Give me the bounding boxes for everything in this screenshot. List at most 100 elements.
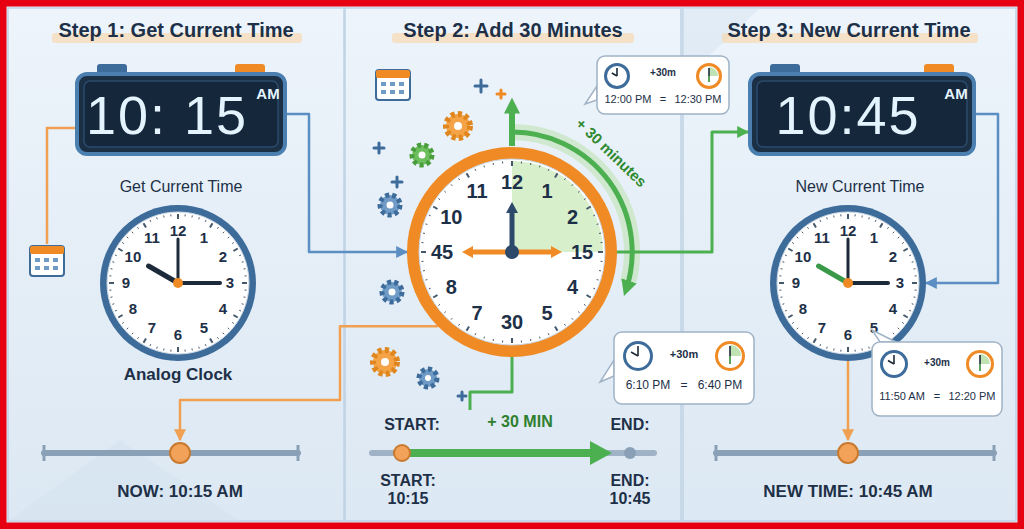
calendar-icon xyxy=(53,266,58,270)
clock-tick xyxy=(149,344,151,346)
clock-tick xyxy=(421,242,423,243)
clock-tick xyxy=(548,333,550,335)
clock-icon-face xyxy=(718,344,742,368)
progress-track: START:+ 30 MINEND:START: 10:15END: 10:45 xyxy=(368,410,658,518)
clock-number: 11 xyxy=(144,230,160,247)
clock-pivot xyxy=(505,245,519,259)
plus-thirty-arc xyxy=(509,104,515,146)
clock-hand xyxy=(149,266,178,283)
clock-tick xyxy=(779,275,781,276)
clock-tick xyxy=(111,296,113,297)
clock-tick xyxy=(444,191,445,192)
clock-number: 9 xyxy=(792,275,800,292)
red-frame xyxy=(3,3,1021,526)
time-value: 12:30 PM xyxy=(674,93,721,105)
clock-tick xyxy=(601,242,603,243)
clock-tick xyxy=(875,220,877,222)
example-callout-outline xyxy=(597,56,729,114)
track-arrow-head xyxy=(590,441,612,465)
clock-tick xyxy=(438,304,440,305)
clock-icon-sector xyxy=(980,354,990,364)
page-ground xyxy=(8,8,344,521)
timeline: NEW TIME: 10:45 AM xyxy=(712,440,998,510)
display-digits: 10:45 xyxy=(775,86,920,145)
track-label: END: xyxy=(610,416,649,434)
clock-tick xyxy=(914,296,916,297)
clock-tick xyxy=(893,333,894,334)
track-end xyxy=(624,447,636,459)
gear-icon xyxy=(387,202,394,209)
step-panel: Step 1: Get Current Time10: 15AMGet Curr… xyxy=(8,8,344,521)
clock-tick xyxy=(564,178,565,180)
timeline-end xyxy=(715,445,718,461)
digital-display: 10: 15AMGet Current Time xyxy=(75,72,287,156)
clock-tick xyxy=(191,349,192,351)
clock-tick xyxy=(115,310,117,312)
clock-icon-face xyxy=(699,66,719,86)
clock-hand xyxy=(848,281,888,285)
clock-tick xyxy=(584,199,586,200)
clock-hand xyxy=(177,239,180,283)
clock-icon-sector xyxy=(709,67,718,76)
clock-tick xyxy=(210,223,213,227)
clock-tick xyxy=(223,333,224,334)
clock-tick xyxy=(880,223,883,227)
clock-tick xyxy=(112,303,114,305)
gear-icon xyxy=(381,358,389,366)
callout-box xyxy=(872,342,1002,416)
clock-tick xyxy=(244,268,246,269)
clock-tick xyxy=(122,242,124,243)
clock-tick xyxy=(847,347,849,352)
clock-tick xyxy=(893,232,894,233)
clock-icon-face xyxy=(626,344,650,368)
clock-tick xyxy=(826,347,828,349)
clock-hand xyxy=(178,281,220,285)
plus-label: +30m xyxy=(924,357,950,368)
clock-tick xyxy=(861,216,862,218)
clock-tick xyxy=(597,223,599,225)
clock-icon-face xyxy=(607,66,627,86)
clock-tick xyxy=(217,227,218,229)
clock-tick xyxy=(586,207,590,210)
calendar-icon xyxy=(381,90,386,94)
clock-tick xyxy=(198,217,200,219)
equals-sign: = xyxy=(680,379,687,392)
clock-icon-hand xyxy=(708,76,710,82)
clock-tick xyxy=(586,295,590,298)
clock-icon-face xyxy=(883,353,905,375)
clock-tick xyxy=(245,275,247,276)
clock-number: 5 xyxy=(200,320,208,337)
clock-tick xyxy=(555,326,558,330)
caption: Get Current Time xyxy=(120,178,243,196)
clock-tick xyxy=(156,217,158,219)
clock-tick xyxy=(598,251,603,253)
clock-tick xyxy=(156,347,158,349)
am-pm: AM xyxy=(944,86,967,103)
clock-icon-ring xyxy=(623,341,653,371)
track-arrow xyxy=(408,449,592,457)
calendar-icon xyxy=(44,258,49,262)
callout-tail xyxy=(872,330,896,342)
gear-icon xyxy=(380,195,400,215)
clock-icon-hand xyxy=(631,352,638,356)
clock-tick xyxy=(232,322,234,323)
clock-tick xyxy=(593,214,595,216)
plus-label: +30m xyxy=(670,348,698,360)
clock-tick xyxy=(118,315,122,318)
plus-sign xyxy=(374,143,384,153)
clock-number: 1 xyxy=(870,230,878,247)
clock-tick xyxy=(421,251,426,253)
clock-ring xyxy=(770,205,926,361)
equals-sign: = xyxy=(934,390,940,402)
clock-tick xyxy=(785,254,787,256)
clock-tick xyxy=(781,296,783,297)
example-callout: +30m12:00 PM=12:30 PM xyxy=(597,56,729,114)
calendar-icon xyxy=(390,90,395,94)
clock-number: 4 xyxy=(889,301,897,318)
clock-hand xyxy=(819,266,848,283)
clock-ring xyxy=(100,205,256,361)
connector xyxy=(847,361,850,440)
